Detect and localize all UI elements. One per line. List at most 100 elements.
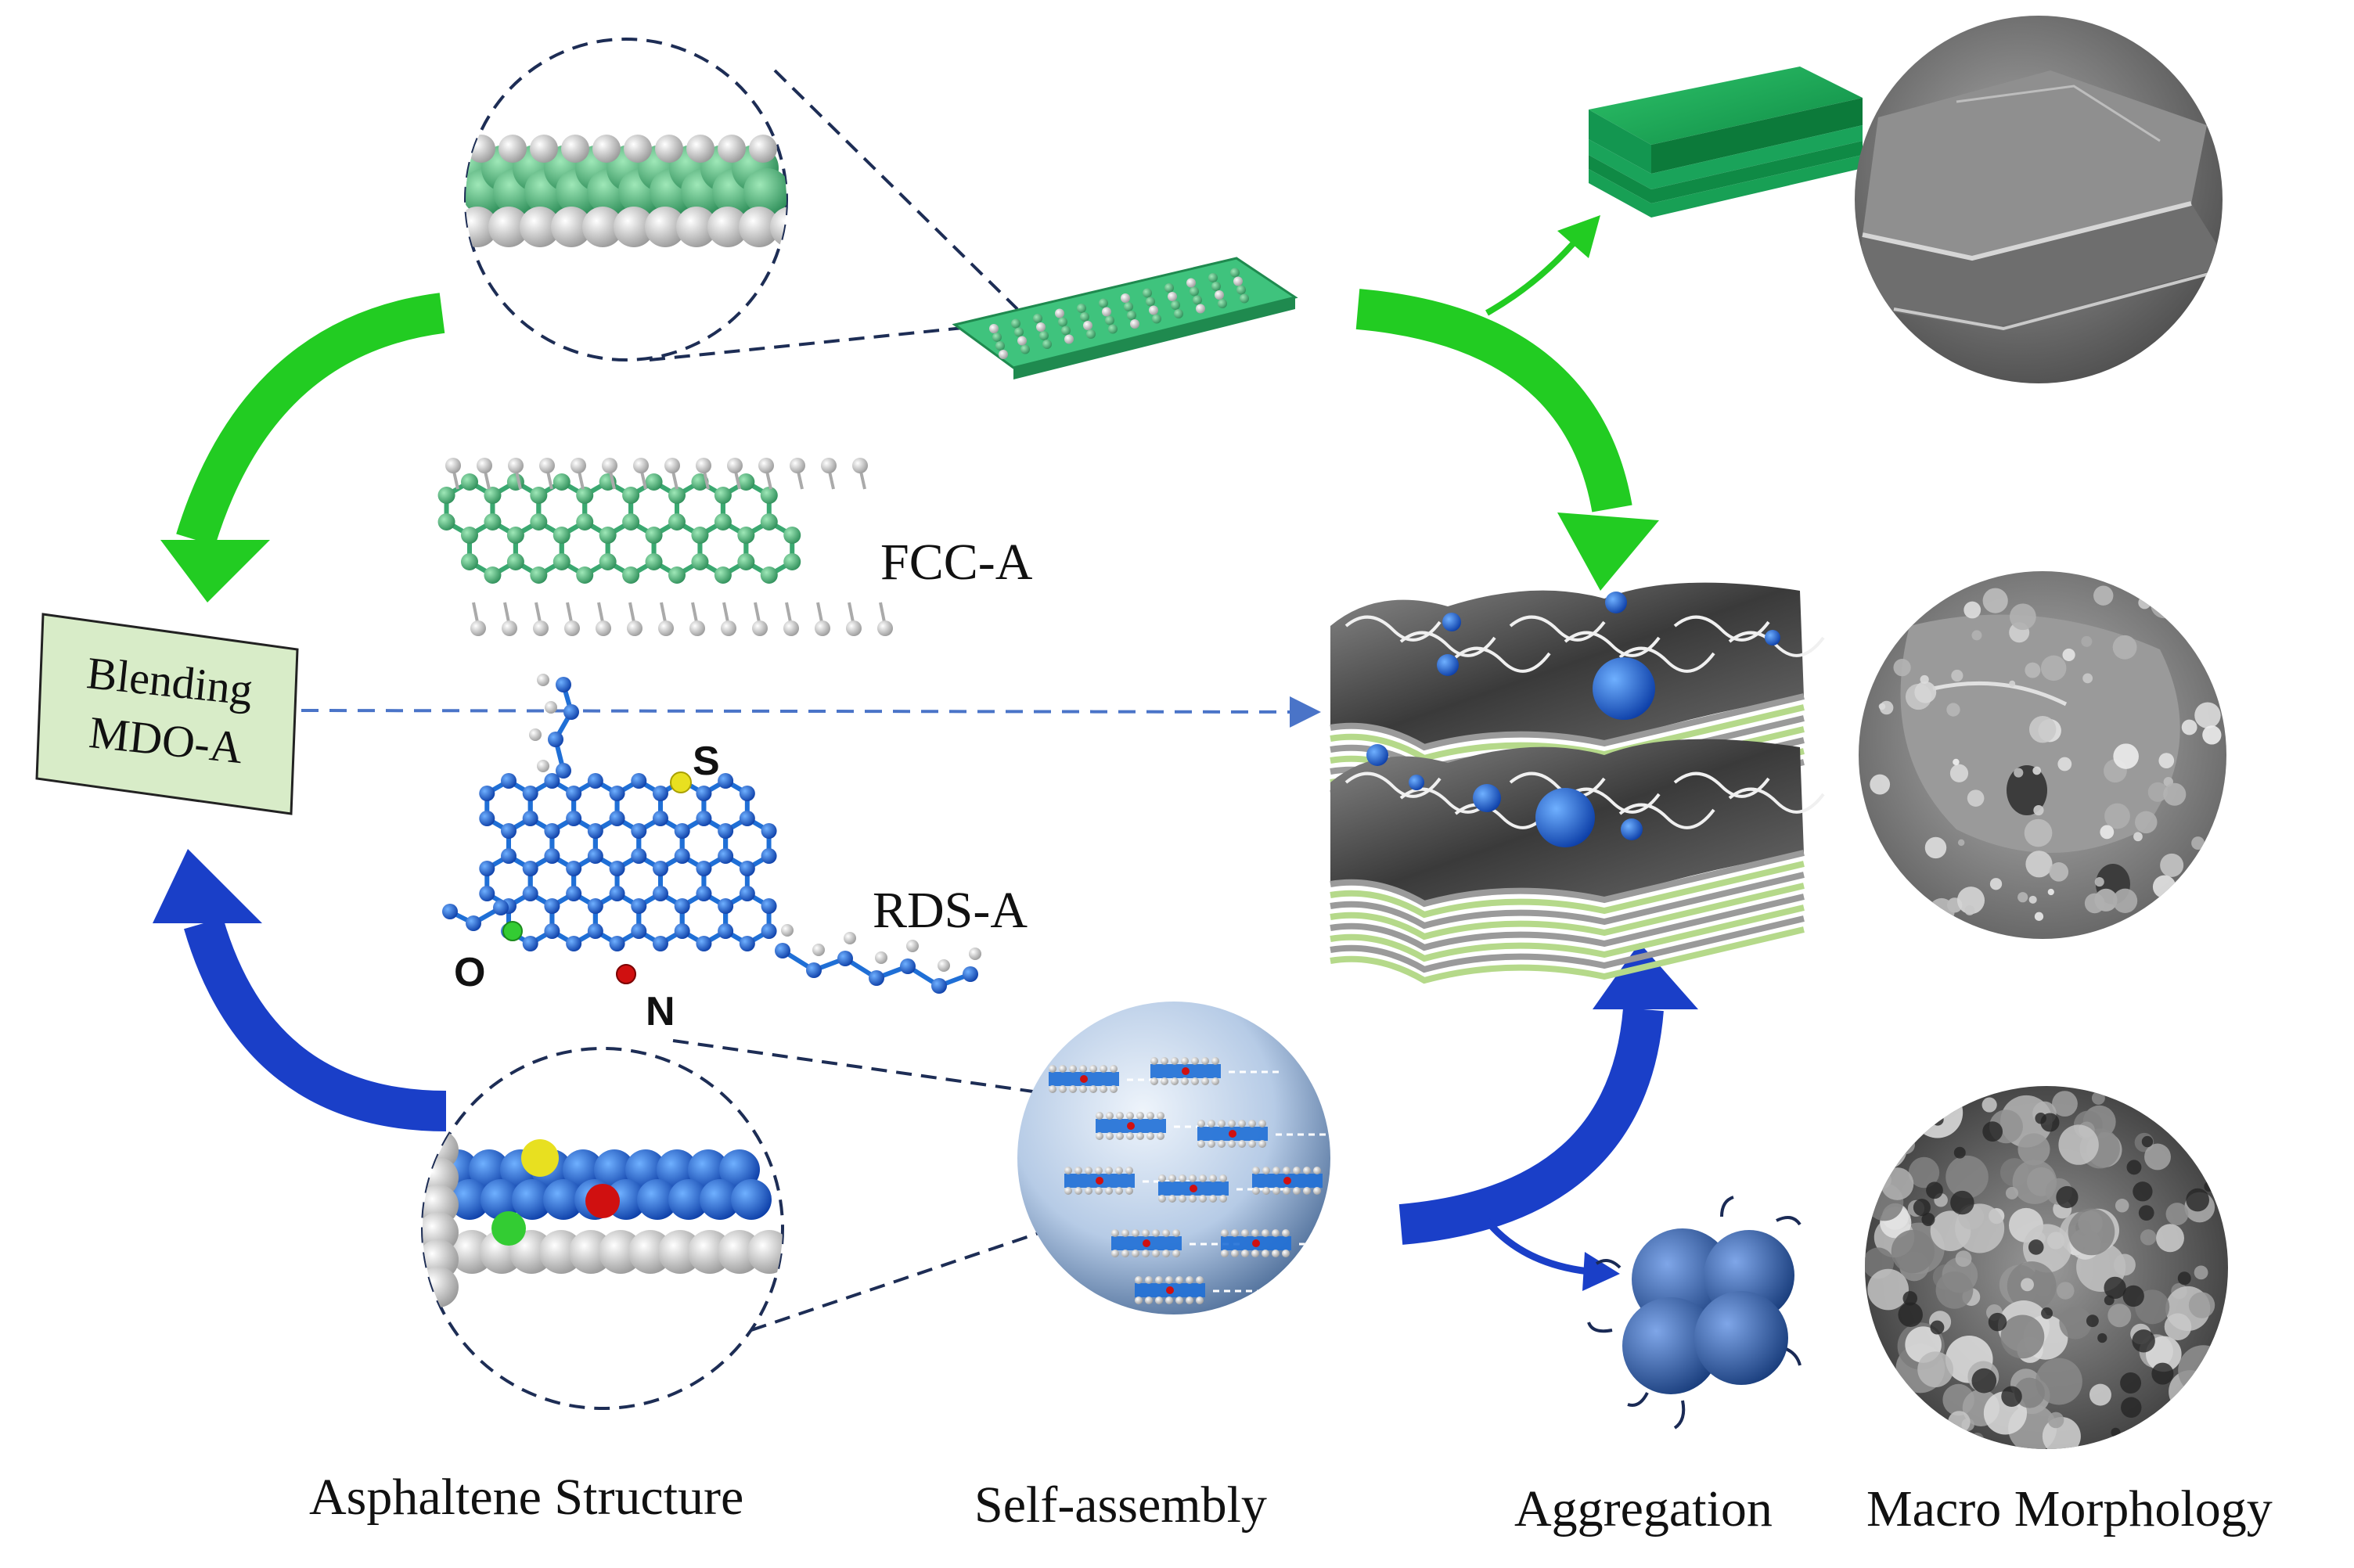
carbon-atom	[493, 900, 509, 915]
carbon-atom	[556, 677, 571, 692]
carbon-atom	[576, 487, 594, 504]
nitrogen-atom	[616, 964, 636, 984]
hydrogen-atom	[812, 944, 825, 956]
carbon-atom	[544, 823, 560, 839]
layered-blend-structure	[1330, 582, 1825, 984]
carbon-atom	[566, 936, 582, 951]
carbon-atom	[576, 513, 594, 530]
green-thin-arrow-to-stack	[1485, 215, 1600, 316]
sem-image-blend	[1859, 571, 2226, 939]
carbon-atom	[530, 487, 548, 504]
carbon-atom	[479, 811, 495, 826]
carbon-atom	[566, 886, 582, 901]
carbon-atom	[622, 513, 640, 530]
carbon-atom	[696, 936, 712, 951]
carbon-atom	[461, 527, 478, 544]
rds-space-fill-lens	[421, 1047, 784, 1410]
carbon-atom	[739, 886, 755, 901]
rds-a-molecule: RDS-A S O N	[442, 674, 1028, 1034]
carbon-atom	[548, 732, 563, 747]
carbon-atom	[645, 553, 663, 570]
oxygen-atom	[502, 921, 523, 941]
carbon-atom	[609, 936, 625, 951]
carbon-atom	[522, 886, 538, 901]
carbon-atom	[631, 823, 647, 839]
carbon-atom	[522, 936, 538, 951]
carbon-atom	[609, 861, 625, 876]
carbon-atom	[506, 553, 524, 570]
carbon-atom	[501, 773, 517, 789]
carbon-atom	[714, 566, 732, 584]
carbon-atom	[442, 904, 458, 919]
hydrogen-atom	[664, 458, 680, 473]
dashed-toplens-lower	[649, 323, 995, 361]
carbon-atom	[652, 861, 668, 876]
carbon-atom	[437, 513, 455, 530]
carbon-atom	[900, 958, 916, 974]
hydrogen-atom	[906, 940, 919, 952]
hydrogen-atom	[502, 620, 517, 636]
carbon-atom	[963, 966, 978, 982]
carbon-atom	[718, 848, 734, 864]
carbon-atom	[806, 962, 822, 978]
carbon-atom	[718, 923, 734, 939]
hydrogen-atom	[821, 458, 837, 473]
hydrogen-atom	[877, 620, 893, 636]
carbon-atom	[674, 823, 690, 839]
dashed-botlens-lower	[750, 1231, 1042, 1332]
carbon-atom	[479, 886, 495, 901]
hydrogen-atom	[537, 760, 549, 772]
carbon-atom	[674, 898, 690, 914]
blue-arrow-to-blend	[153, 849, 447, 1131]
blue-particle	[1765, 630, 1780, 646]
carbon-atom	[718, 773, 734, 789]
carbon-atom	[631, 773, 647, 789]
caption-asphaltene-structure: Asphaltene Structure	[309, 1469, 743, 1526]
carbon-atom	[737, 473, 755, 491]
carbon-atom	[587, 923, 603, 939]
carbon-atom	[760, 513, 778, 530]
carbon-atom	[437, 487, 455, 504]
carbon-atom	[522, 861, 538, 876]
carbon-atom	[544, 898, 560, 914]
carbon-atom	[631, 848, 647, 864]
blue-particle	[1593, 657, 1655, 720]
hydrogen-atom	[969, 948, 981, 960]
carbon-atom	[645, 527, 663, 544]
hydrogen-atom	[875, 951, 887, 964]
carbon-atom	[609, 811, 625, 826]
carbon-atom	[783, 527, 801, 544]
hydrogen-atom	[633, 458, 649, 473]
blue-particle	[1621, 818, 1643, 840]
carbon-atom	[696, 811, 712, 826]
hydrogen-atom	[602, 458, 617, 473]
carbon-atom	[484, 566, 502, 584]
carbon-atom	[652, 936, 668, 951]
carbon-atom	[783, 553, 801, 570]
carbon-atom	[501, 848, 517, 864]
carbon-atom	[622, 487, 640, 504]
carbon-atom	[553, 527, 571, 544]
carbon-atom	[530, 513, 548, 530]
blue-arrow-to-layers	[1398, 943, 1698, 1245]
nitrogen-label: N	[646, 989, 675, 1034]
aggregate-cluster	[1587, 1196, 1801, 1430]
blue-particle	[1442, 613, 1461, 631]
dashed-blend-to-layers	[301, 696, 1321, 728]
green-arrow-to-blend	[160, 293, 445, 602]
hydrogen-atom	[752, 620, 768, 636]
hydrogen-atom	[533, 620, 549, 636]
caption-self-assembly: Self-assembly	[974, 1476, 1267, 1534]
caption-aggregation: Aggregation	[1514, 1480, 1773, 1537]
hydrogen-atom	[721, 620, 736, 636]
carbon-atom	[599, 553, 617, 570]
carbon-atom	[566, 811, 582, 826]
carbon-atom	[479, 861, 495, 876]
green-plate-stack	[1589, 67, 1863, 218]
blue-thin-arrow-to-aggregate	[1484, 1218, 1620, 1291]
carbon-atom	[668, 513, 686, 530]
hydrogen-atom	[727, 458, 743, 473]
hydrogen-atom	[696, 458, 711, 473]
hydrogen-atom	[758, 458, 774, 473]
